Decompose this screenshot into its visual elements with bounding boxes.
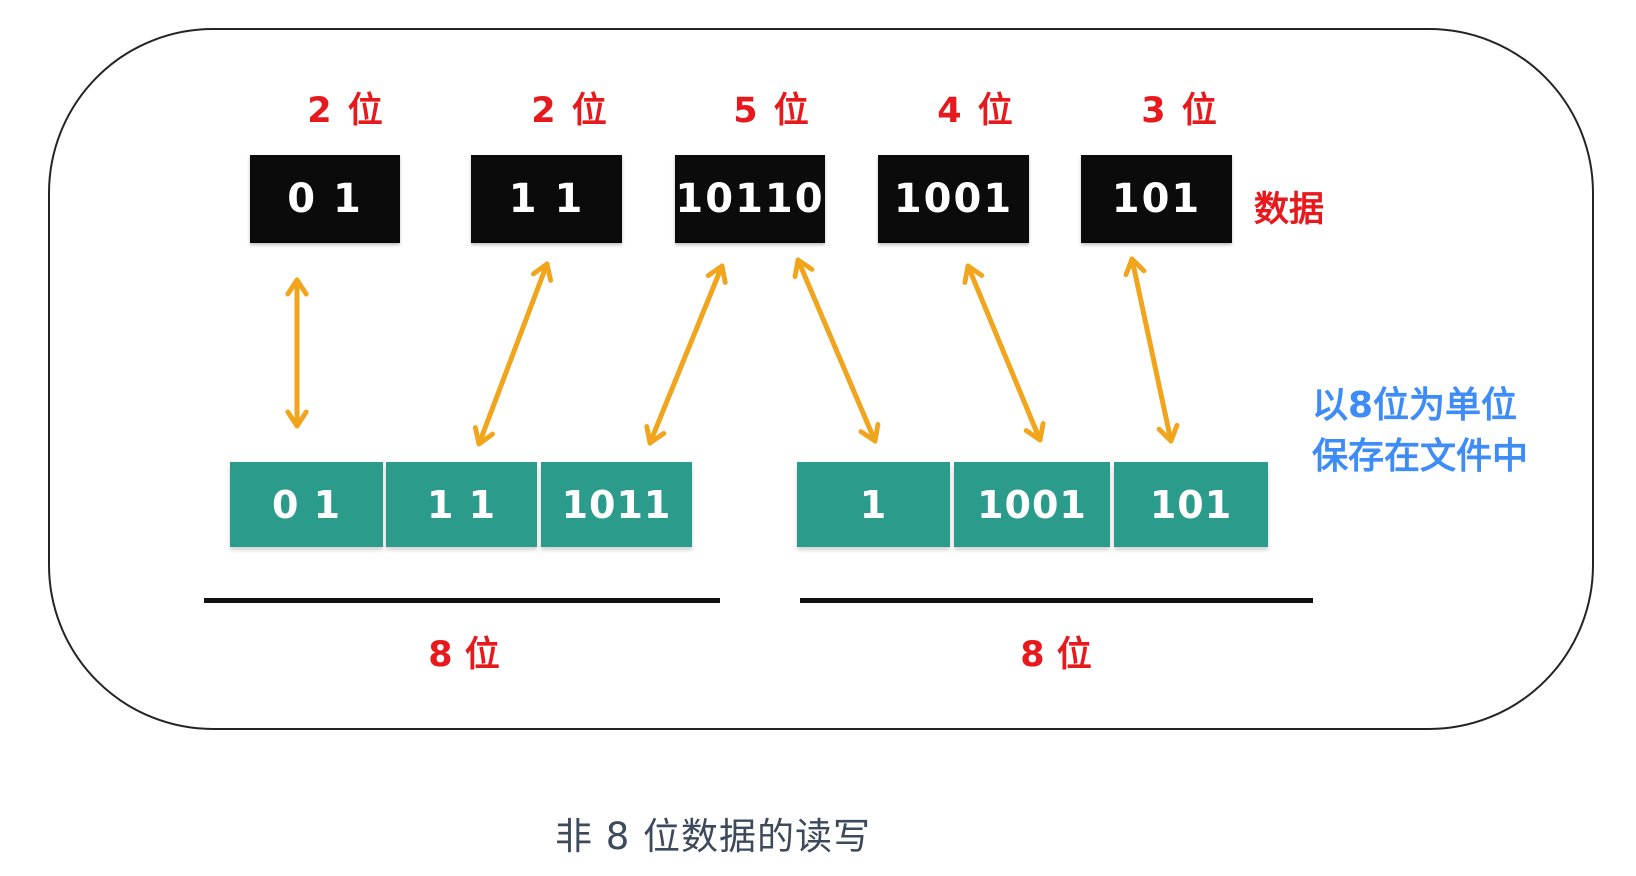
arrow-6 [1123, 256, 1180, 444]
data-row-label: 数据 [1254, 190, 1325, 230]
bits-label-5: 3 位 [1141, 91, 1219, 131]
diagram-caption: 非 8 位数据的读写 [554, 815, 872, 858]
storage-note-line1: 以8位为单位 [1312, 385, 1518, 426]
data-box-1: 0 1 [250, 155, 400, 243]
byte1-underline [204, 598, 720, 603]
byte2-cell-3: 101 [1114, 462, 1268, 547]
data-box-2: 1 1 [471, 155, 622, 243]
bits-label-1: 2 位 [307, 91, 385, 131]
byte2-cell-2: 1001 [954, 462, 1110, 547]
storage-note-line2: 保存在文件中 [1312, 436, 1529, 477]
byte2-underline [800, 598, 1313, 603]
bits-label-3: 5 位 [733, 91, 811, 131]
bits-label-4: 4 位 [937, 91, 1015, 131]
arrow-5 [962, 263, 1046, 443]
data-box-4: 1001 [878, 155, 1029, 243]
arrow-4 [792, 257, 881, 444]
storage-note: 以8位为单位 保存在文件中 [1312, 380, 1528, 482]
byte2-cell-1: 1 [797, 462, 950, 547]
byte2-size-label: 8 位 [1020, 635, 1092, 675]
data-box-5: 101 [1081, 155, 1232, 243]
byte1-cell-1: 0 1 [230, 462, 383, 547]
data-box-3: 10110 [675, 155, 825, 243]
arrow-2 [472, 261, 554, 447]
bits-label-2: 2 位 [531, 91, 609, 131]
byte1-cell-3: 1011 [541, 462, 692, 547]
arrow-3 [644, 263, 728, 446]
byte1-cell-2: 1 1 [386, 462, 537, 547]
byte1-size-label: 8 位 [428, 635, 500, 675]
